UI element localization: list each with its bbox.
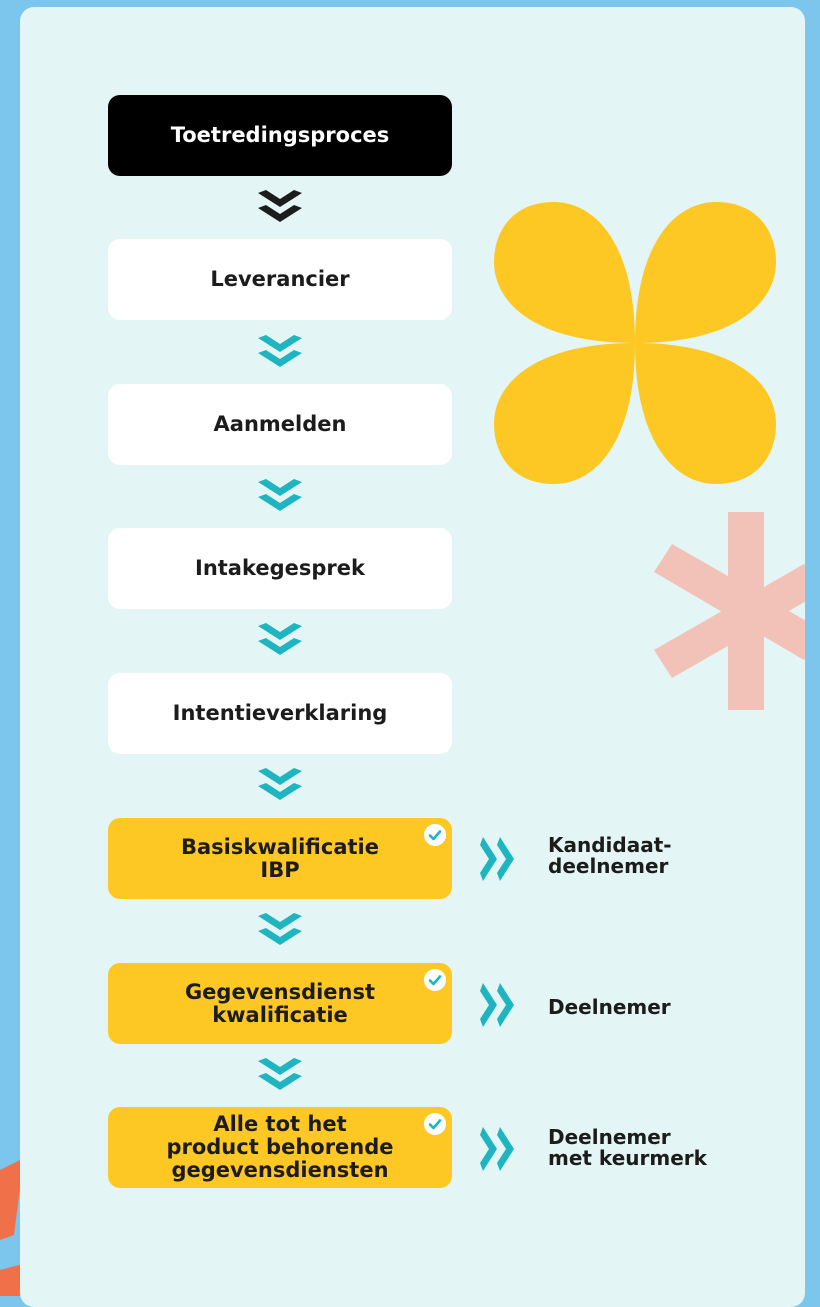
process-panel: Toetredingsproces Leverancier Aanmelden … [20,7,805,1307]
step-label: Intakegesprek [195,556,365,580]
double-chevron-down-icon [258,623,302,655]
asterisk-decoration [654,512,805,710]
step-leverancier: Leverancier [108,239,452,320]
qualification-basiskwalificatie: Basiskwalificatie IBP [108,818,452,899]
step-label: Aanmelden [213,412,347,436]
double-chevron-down-icon [258,190,302,222]
double-chevron-right-icon [480,837,514,881]
double-chevron-right-icon [480,983,514,1027]
double-chevron-down-icon [258,479,302,511]
qualification-label: Gegevensdienst kwalificatie [184,979,376,1027]
step-intentieverklaring: Intentieverklaring [108,673,452,754]
check-circle-icon [424,969,446,991]
flower-decoration [494,202,776,484]
qualification-result: Deelnemer [548,995,671,1019]
double-chevron-down-icon [258,913,302,945]
check-circle-icon [424,824,446,846]
process-title: Toetredingsproces [108,95,452,176]
qualification-label: Basiskwalificatie IBP [181,834,379,882]
step-aanmelden: Aanmelden [108,384,452,465]
double-chevron-down-icon [258,768,302,800]
step-label: Leverancier [210,267,350,291]
qualification-result: Deelnemer met keurmerk [548,1125,707,1170]
step-intakegesprek: Intakegesprek [108,528,452,609]
step-label: Intentieverklaring [172,701,388,725]
double-chevron-down-icon [258,335,302,367]
qualification-alle-gegevensdiensten: Alle tot het product behorende gegevensd… [108,1107,452,1188]
double-chevron-down-icon [258,1058,302,1090]
qualification-label: Alle tot het product behorende gegevensd… [166,1112,394,1182]
check-circle-icon [424,1113,446,1135]
qualification-gegevensdienst: Gegevensdienst kwalificatie [108,963,452,1044]
qualification-result: Kandidaat- deelnemer [548,833,672,878]
process-title-label: Toetredingsproces [170,123,390,147]
double-chevron-right-icon [480,1127,514,1171]
